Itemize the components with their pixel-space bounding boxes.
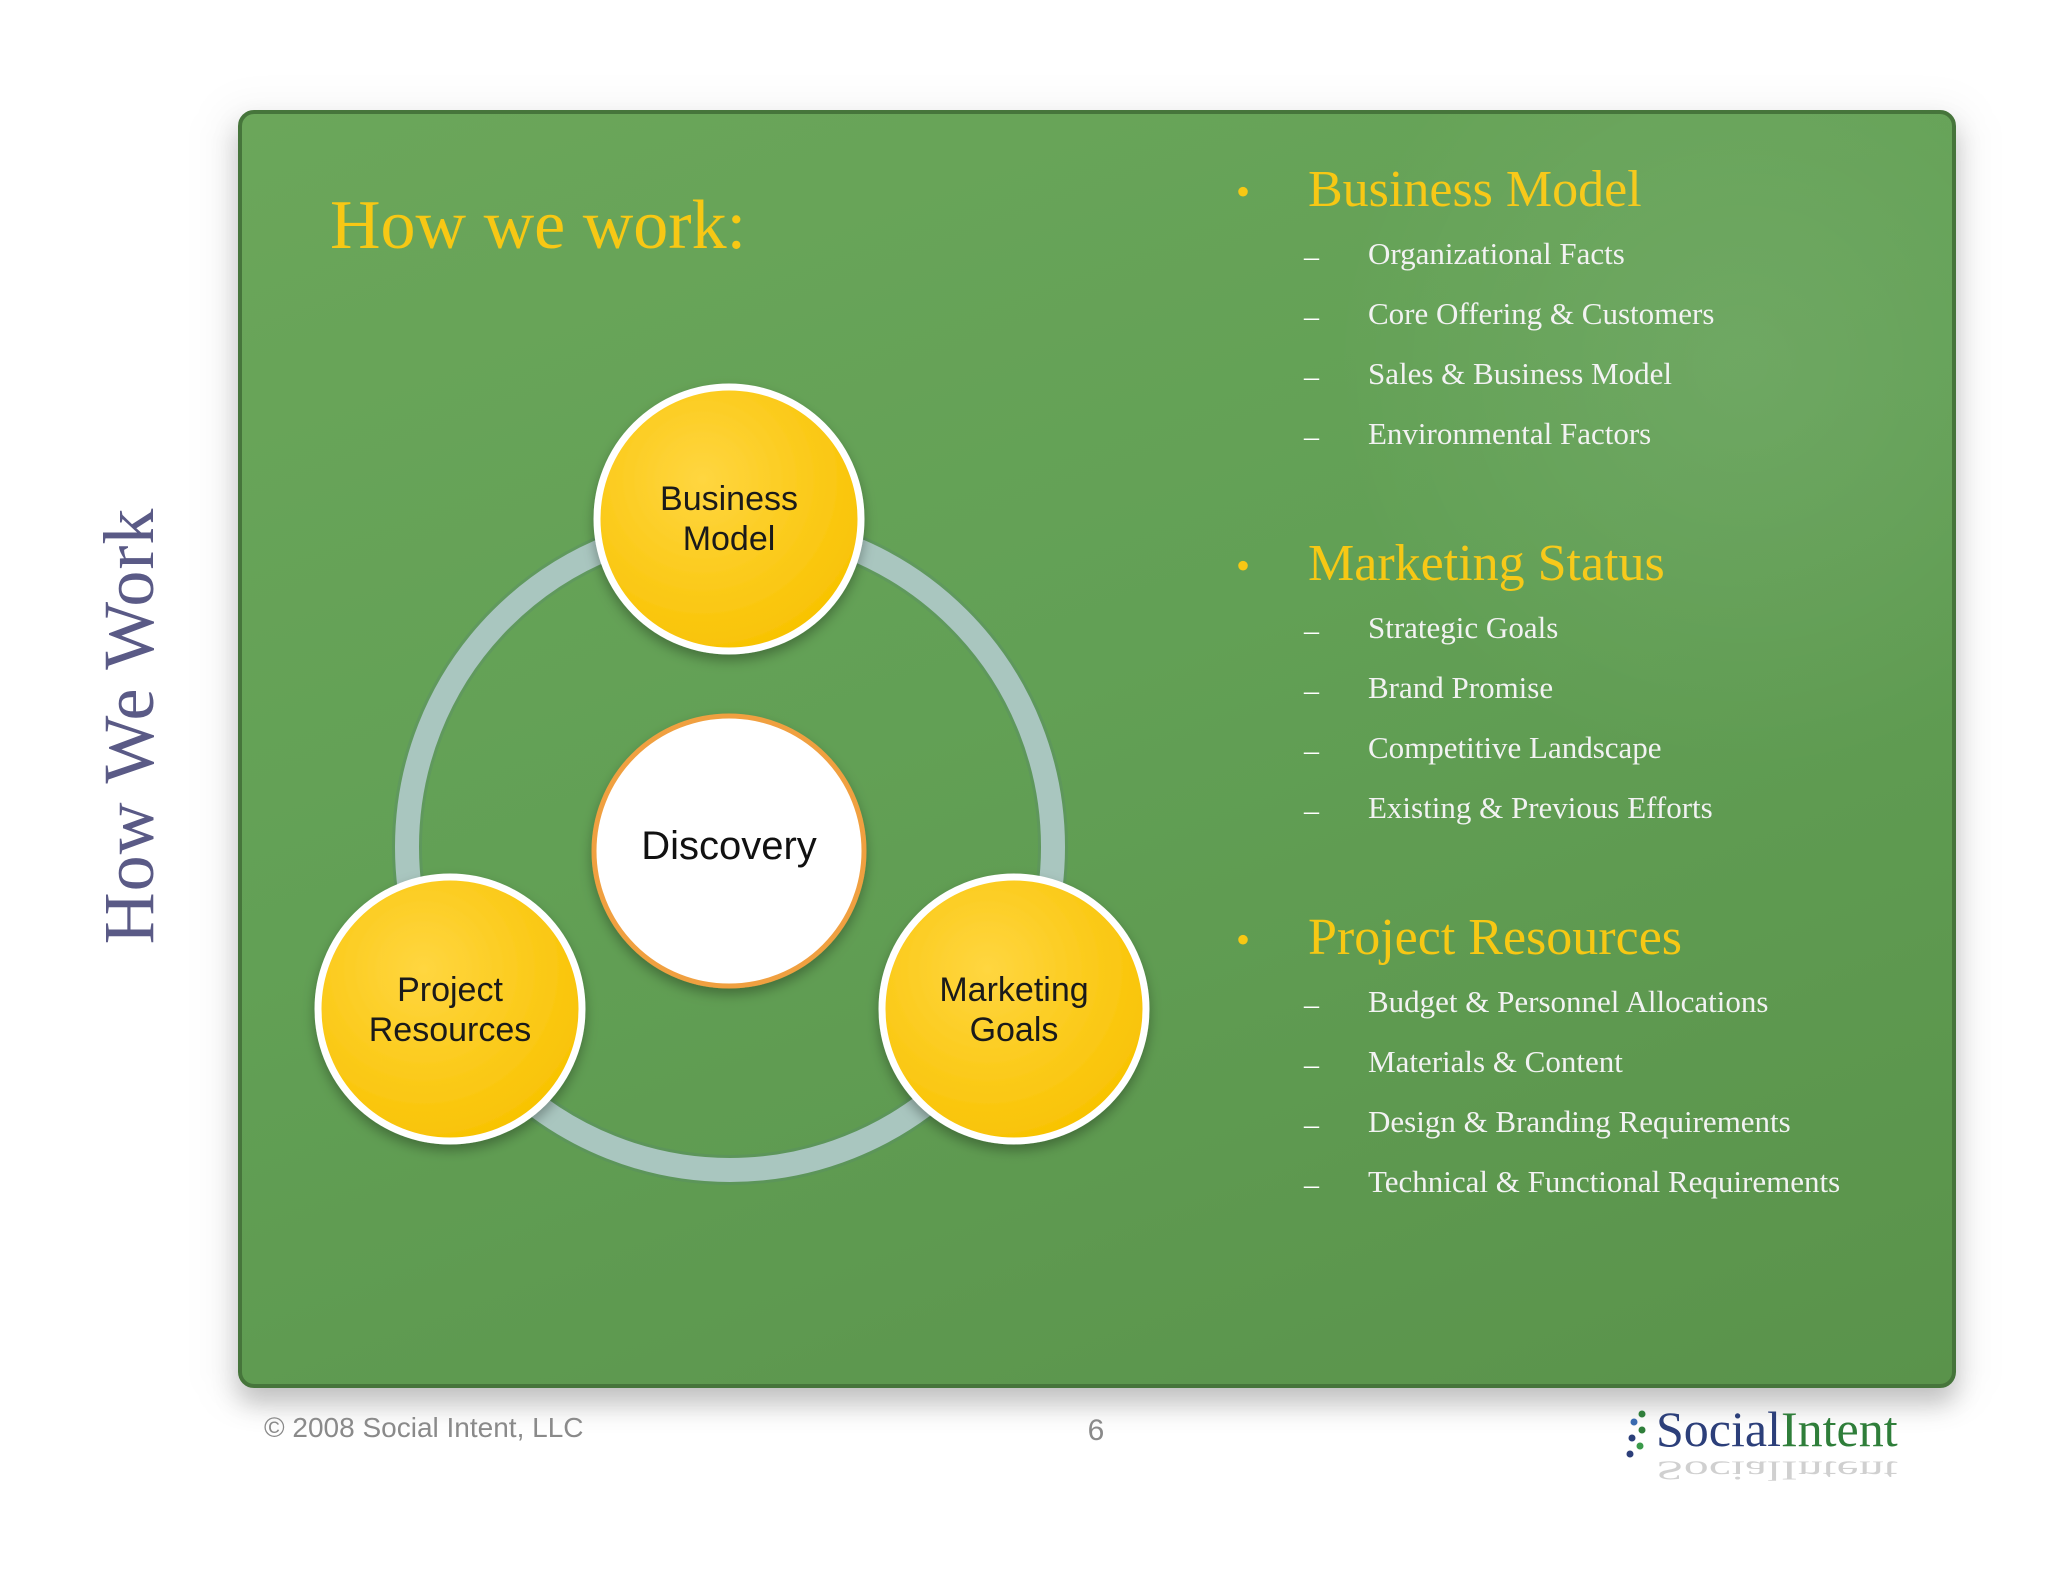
list-item: –Sales & Business Model — [1304, 356, 1672, 393]
list-item: –Design & Branding Requirements — [1304, 1104, 1791, 1141]
footer-copyright: © 2008 Social Intent, LLC — [264, 1412, 584, 1443]
logo-reflection: SocialIntent — [1656, 1455, 1898, 1487]
bullet-dot: • — [1236, 543, 1251, 588]
node-project-resources — [314, 873, 586, 1145]
list-item: –Organizational Facts — [1304, 236, 1625, 273]
social-intent-logo: SocialIntent SocialIntent — [1622, 1400, 1932, 1490]
list-item: –Strategic Goals — [1304, 610, 1559, 647]
node-project-resources-label: Project Resources — [368, 971, 532, 1049]
list-item: –Existing & Previous Efforts — [1304, 790, 1713, 827]
section-heading: Business Model — [1308, 161, 1642, 218]
list-item: –Brand Promise — [1304, 670, 1554, 707]
logo-wordmark: SocialIntent — [1656, 1401, 1898, 1457]
list-item: –Budget & Personnel Allocations — [1304, 984, 1769, 1021]
section-business-model: • Business Model –Organizational Facts –… — [1236, 154, 1936, 466]
section-heading: Project Resources — [1308, 909, 1683, 966]
node-business-model-label: Business Model — [660, 480, 798, 558]
discovery-cycle-diagram — [314, 383, 1150, 1185]
list-item: –Technical & Functional Requirements — [1304, 1164, 1841, 1201]
section-heading: Marketing Status — [1308, 535, 1665, 592]
bullet-dot: • — [1236, 169, 1251, 214]
node-marketing-goals-label: Marketing Goals — [939, 971, 1089, 1049]
center-circle — [591, 713, 867, 989]
slide-panel: How we work: Business Model Project Reso… — [238, 110, 1956, 1388]
list-item: –Materials & Content — [1304, 1044, 1623, 1081]
list-item: –Environmental Factors — [1304, 416, 1652, 453]
list-item: –Core Offering & Customers — [1304, 296, 1715, 333]
vertical-section-title: How We Work — [89, 507, 169, 945]
section-project-resources: • Project Resources –Budget & Personnel … — [1236, 902, 1936, 1214]
node-business-model — [593, 383, 865, 655]
logo-mark-icon — [1626, 1410, 1646, 1458]
slide-title: How we work: — [330, 187, 747, 264]
section-marketing-status: • Marketing Status –Strategic Goals –Bra… — [1236, 528, 1936, 840]
bullet-dot: • — [1236, 917, 1251, 962]
page-number: 6 — [1087, 1414, 1105, 1447]
node-marketing-goals — [878, 873, 1150, 1145]
center-discovery-label: Discovery — [641, 824, 817, 868]
list-item: –Competitive Landscape — [1304, 730, 1662, 767]
bullet-list: • Business Model –Organizational Facts –… — [1236, 154, 1936, 1276]
